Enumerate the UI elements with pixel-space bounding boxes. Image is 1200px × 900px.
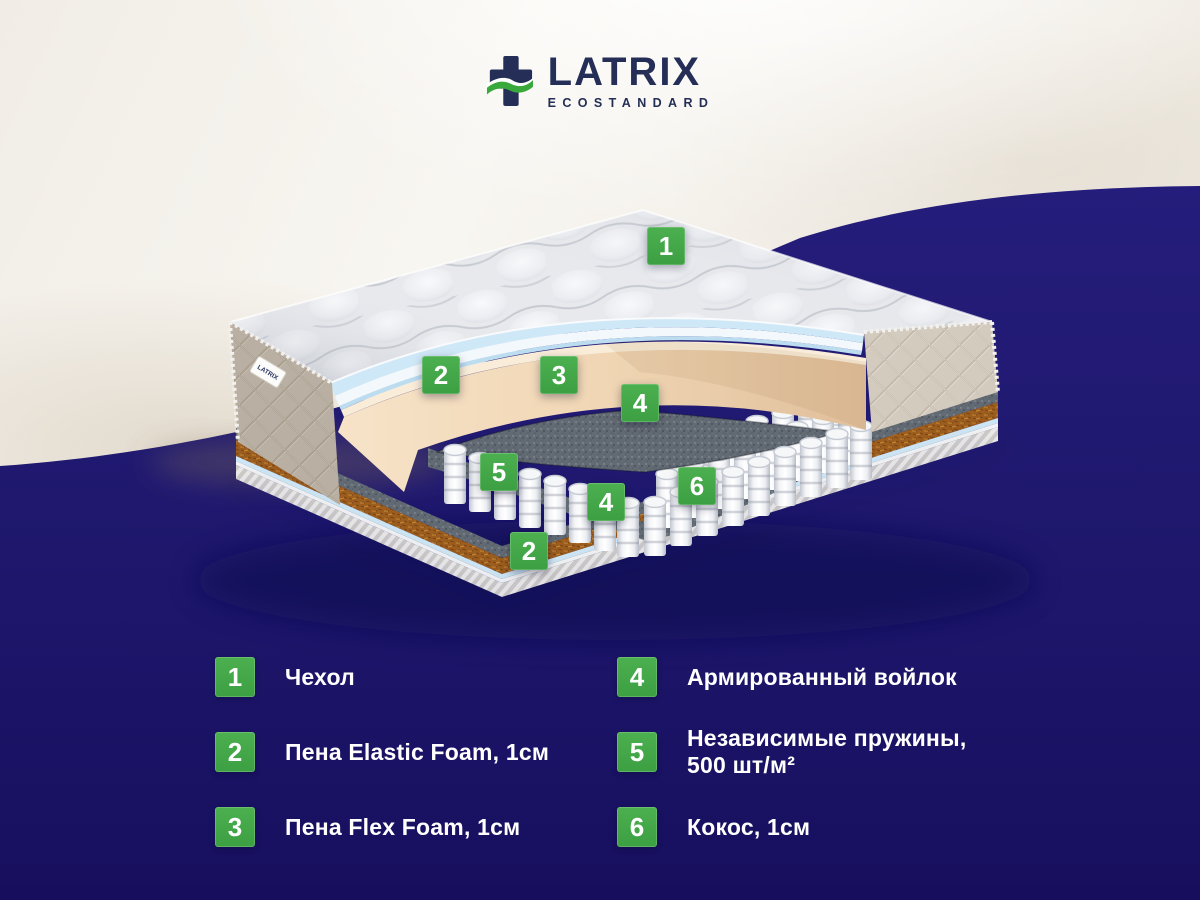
legend-item-6: 6 Кокос, 1см	[617, 807, 810, 847]
diagram-badge-6: 6	[678, 467, 716, 505]
legend-label-5-line2: 500 шт/м²	[687, 752, 796, 778]
diagram-badge-4-lower: 4	[587, 483, 625, 521]
diagram-badge-5: 5	[480, 453, 518, 491]
legend-num-4: 4	[617, 657, 657, 697]
legend-label-3: Пена Flex Foam, 1см	[285, 813, 521, 840]
legend-item-4: 4 Армированный войлок	[617, 657, 957, 697]
legend-label-5: Независимые пружины,500 шт/м²	[687, 725, 966, 779]
quilted-top	[229, 208, 993, 382]
base-layer-stack	[235, 390, 999, 600]
legend-num-1: 1	[215, 657, 255, 697]
diagram-badge-3: 3	[540, 356, 578, 394]
legend-num-3: 3	[215, 807, 255, 847]
logo-text: LATRIX ECOSTANDARD	[548, 52, 715, 110]
logo-cross-icon	[485, 56, 534, 106]
left-side-panel: LATRIX	[228, 320, 340, 505]
legend-num-2: 2	[215, 732, 255, 772]
brand-tag: LATRIX	[249, 356, 287, 388]
right-side-panel	[863, 320, 1000, 432]
diagram-badge-2: 2	[422, 356, 460, 394]
legend-label-2: Пена Elastic Foam, 1см	[285, 738, 550, 765]
legend-label-5-line1: Независимые пружины,	[687, 725, 967, 751]
legend-num-6: 6	[617, 807, 657, 847]
legend-item-3: 3 Пена Flex Foam, 1см	[215, 807, 520, 847]
diagram-badge-2-bottom: 2	[510, 532, 548, 570]
diagram-badge-1: 1	[647, 227, 685, 265]
logo: LATRIX ECOSTANDARD	[0, 52, 1200, 110]
diagram-badge-4-upper: 4	[621, 384, 659, 422]
legend-item-5: 5 Независимые пружины,500 шт/м²	[617, 725, 966, 779]
legend-label-4: Армированный войлок	[687, 663, 957, 690]
legend-label-1: Чехол	[285, 663, 355, 690]
legend-item-1: 1 Чехол	[215, 657, 355, 697]
legend-label-6: Кокос, 1см	[687, 813, 811, 840]
logo-brand: LATRIX	[547, 50, 702, 94]
logo-tagline: ECOSTANDARD	[547, 96, 715, 110]
legend-item-2: 2 Пена Elastic Foam, 1см	[215, 732, 549, 772]
legend-num-5: 5	[617, 732, 657, 772]
